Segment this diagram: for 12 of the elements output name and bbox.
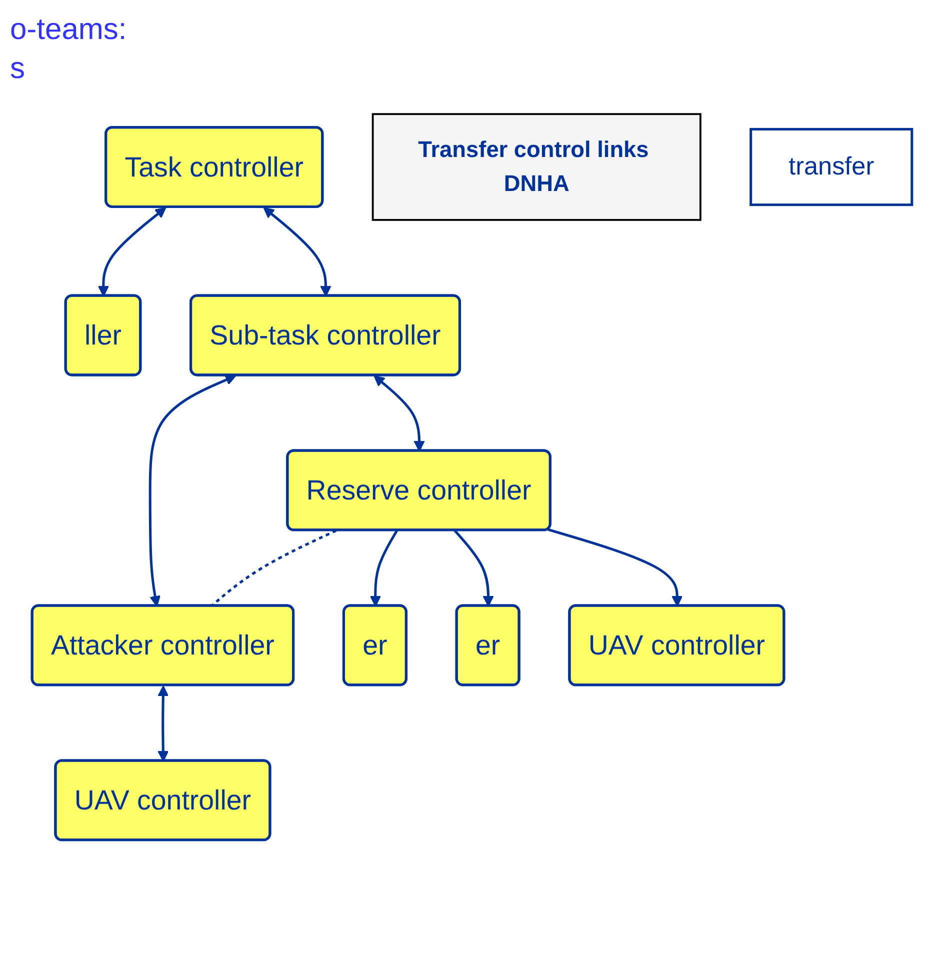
node-box: transfer [749, 128, 913, 206]
arrow [453, 530, 494, 607]
arrow [148, 374, 236, 607]
arrow [157, 686, 168, 762]
arrow [97, 207, 166, 297]
arrow [547, 528, 682, 607]
arrow [262, 207, 331, 297]
arrow [373, 375, 424, 452]
slide-text: s [10, 51, 26, 87]
arrow [369, 530, 398, 607]
slide-text: o-teams: [10, 12, 127, 48]
node-box: Transfer control links DNHA [371, 113, 701, 221]
